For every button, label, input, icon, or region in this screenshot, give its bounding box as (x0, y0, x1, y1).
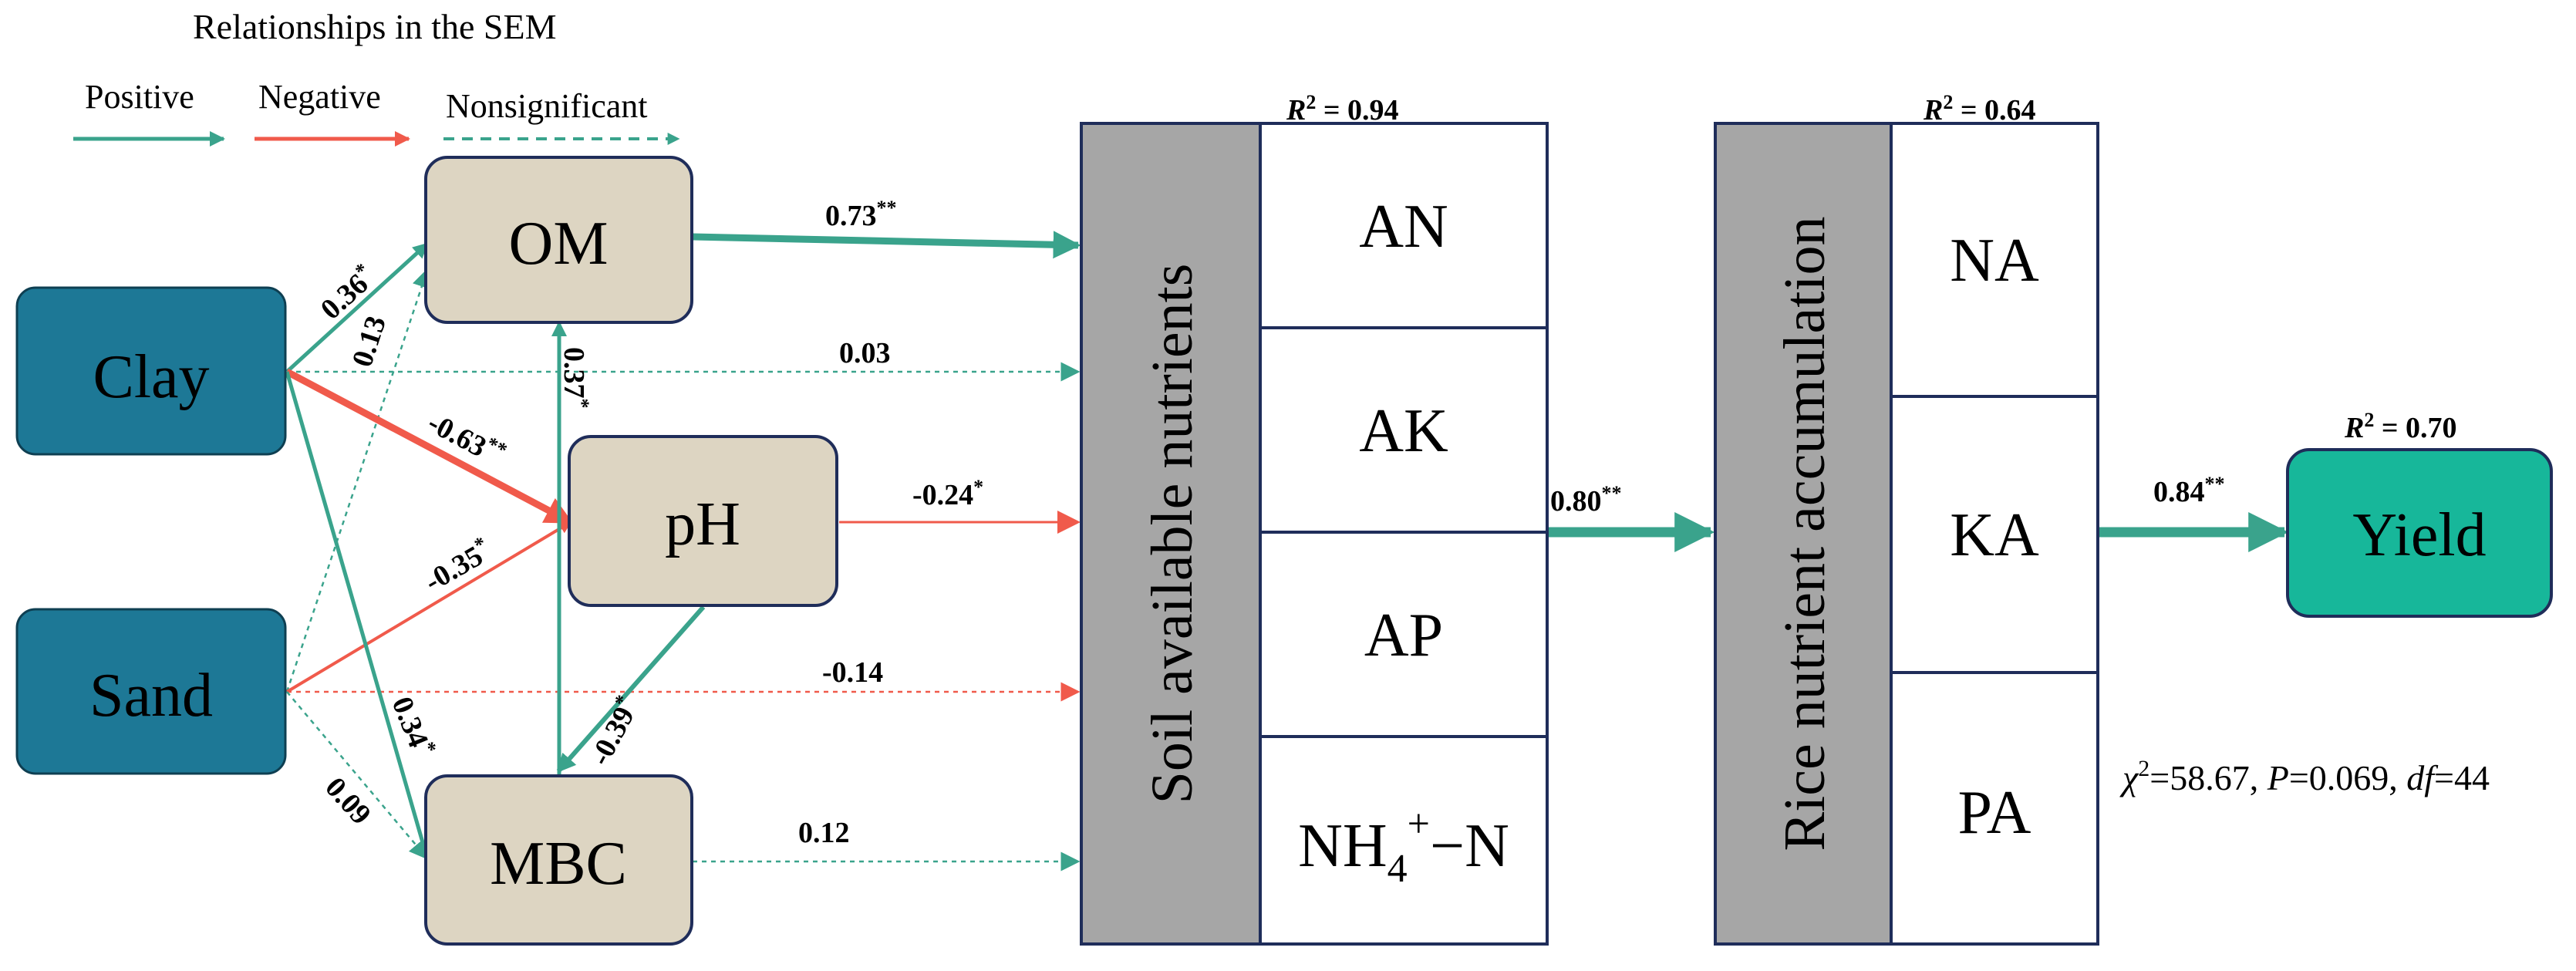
rice-item-ka-cell (1890, 395, 2099, 674)
rice-item-pa: PA (1958, 779, 2031, 847)
soil-r2: R2 = 0.94 (1286, 91, 1399, 126)
fit-chi: χ (2119, 758, 2139, 797)
rice-panel: Rice nutrient accumulation NA KA PA R2 =… (1714, 91, 2099, 946)
soil-item-ak: AK (1359, 397, 1448, 465)
soil-item-ak-cell (1259, 326, 1549, 534)
coef-om-soil: 0.73** (825, 197, 897, 232)
sand-box (15, 608, 287, 775)
edge-ph-mbc (556, 605, 706, 773)
coef-mbc-soil: 0.12 (798, 817, 850, 849)
fit-p-val: =0.069, (2289, 758, 2406, 797)
mbc-box (424, 774, 693, 946)
nh4-sub: 4 (1387, 847, 1408, 891)
yield-r2-value: = 0.70 (2374, 412, 2456, 444)
rice-item-na-cell (1890, 122, 2099, 398)
nh4-sup: + (1408, 802, 1430, 846)
soil-item-an-cell (1259, 122, 1549, 329)
model-fit: χ2=58.67, P=0.069, df=44 (2119, 756, 2490, 797)
edges (285, 231, 2289, 872)
fit-df-label: df (2406, 758, 2439, 797)
ph-box (568, 435, 838, 607)
yield-r2-sup: 2 (2364, 409, 2374, 431)
clay-box (15, 286, 287, 456)
edge-clay-mbc (285, 371, 431, 860)
diagram-title: Relationships in the SEM (193, 7, 557, 46)
rice-r2: R2 = 0.64 (1923, 91, 2036, 126)
yield-box (2286, 448, 2553, 618)
edge-clay-om (285, 242, 429, 373)
edge-sand-om (285, 268, 431, 693)
coef-sand-om: 0.13 (346, 312, 393, 371)
legend-nonsignificant-label: Nonsignificant (446, 87, 648, 125)
nh4-base: NH (1298, 812, 1387, 880)
edge-sand-ph (285, 521, 572, 693)
yield-r2-label: R (2344, 412, 2364, 444)
soil-item-ap-cell (1259, 531, 1549, 738)
soil-panel-label: Soil available nutrients (1140, 264, 1205, 804)
soil-panel: Soil available nutrients AN AK AP NH4+−N… (1080, 91, 1549, 946)
coef-clay-mbc: 0.34* (386, 691, 441, 761)
ph-label: pH (665, 491, 740, 558)
edge-om-soil (692, 231, 1081, 259)
coef-mbc-om: 0.37* (558, 347, 593, 409)
rice-item-ka: KA (1950, 501, 2039, 569)
rice-r2-sup: 2 (1943, 91, 1953, 113)
coef-soil-rice: 0.80** (1550, 482, 1622, 518)
coef-clay-ph: -0.63** (423, 403, 511, 473)
nh4-tail: −N (1430, 812, 1509, 880)
rice-panel-label: Rice nutrient accumulation (1772, 216, 1837, 851)
fit-p-label: P (2267, 758, 2289, 797)
fit-chi-val: =58.67, (2149, 758, 2267, 797)
mbc-label: MBC (490, 830, 627, 898)
sand-label: Sand (89, 662, 213, 730)
om-box (424, 156, 693, 324)
soil-r2-label: R (1286, 94, 1306, 126)
rice-r2-value: = 0.64 (1953, 94, 2035, 126)
fit-df-val: =44 (2434, 758, 2490, 797)
om-label: OM (509, 210, 609, 278)
yield-r2: R2 = 0.70 (2344, 409, 2457, 444)
coef-sand-soil: -0.14 (822, 656, 883, 689)
rice-panel-grey (1714, 122, 1893, 946)
rice-r2-label: R (1923, 94, 1943, 126)
legend-positive-label: Positive (85, 78, 194, 116)
coef-ph-mbc: -0.39* (581, 691, 646, 770)
fit-chi-sup: 2 (2138, 756, 2149, 781)
edge-clay-ph (285, 369, 574, 525)
legend-negative-label: Negative (258, 78, 381, 116)
soil-r2-sup: 2 (1306, 91, 1316, 113)
coef-sand-mbc: 0.09 (319, 771, 377, 831)
coef-clay-soil: 0.03 (839, 337, 891, 369)
clay-label: Clay (93, 343, 209, 411)
soil-item-an: AN (1359, 193, 1448, 261)
rice-item-pa-cell (1890, 671, 2099, 946)
coef-ph-soil: -0.24* (912, 476, 983, 511)
yield-label: Yield (2352, 501, 2486, 569)
rice-item-na: NA (1950, 227, 2039, 295)
soil-r2-value: = 0.94 (1316, 94, 1398, 126)
soil-item-nh4-cell (1259, 735, 1549, 946)
soil-item-nh4: NH4+−N (1298, 802, 1509, 891)
coef-rice-yield: 0.84** (2153, 473, 2225, 508)
soil-item-ap: AP (1364, 602, 1443, 669)
